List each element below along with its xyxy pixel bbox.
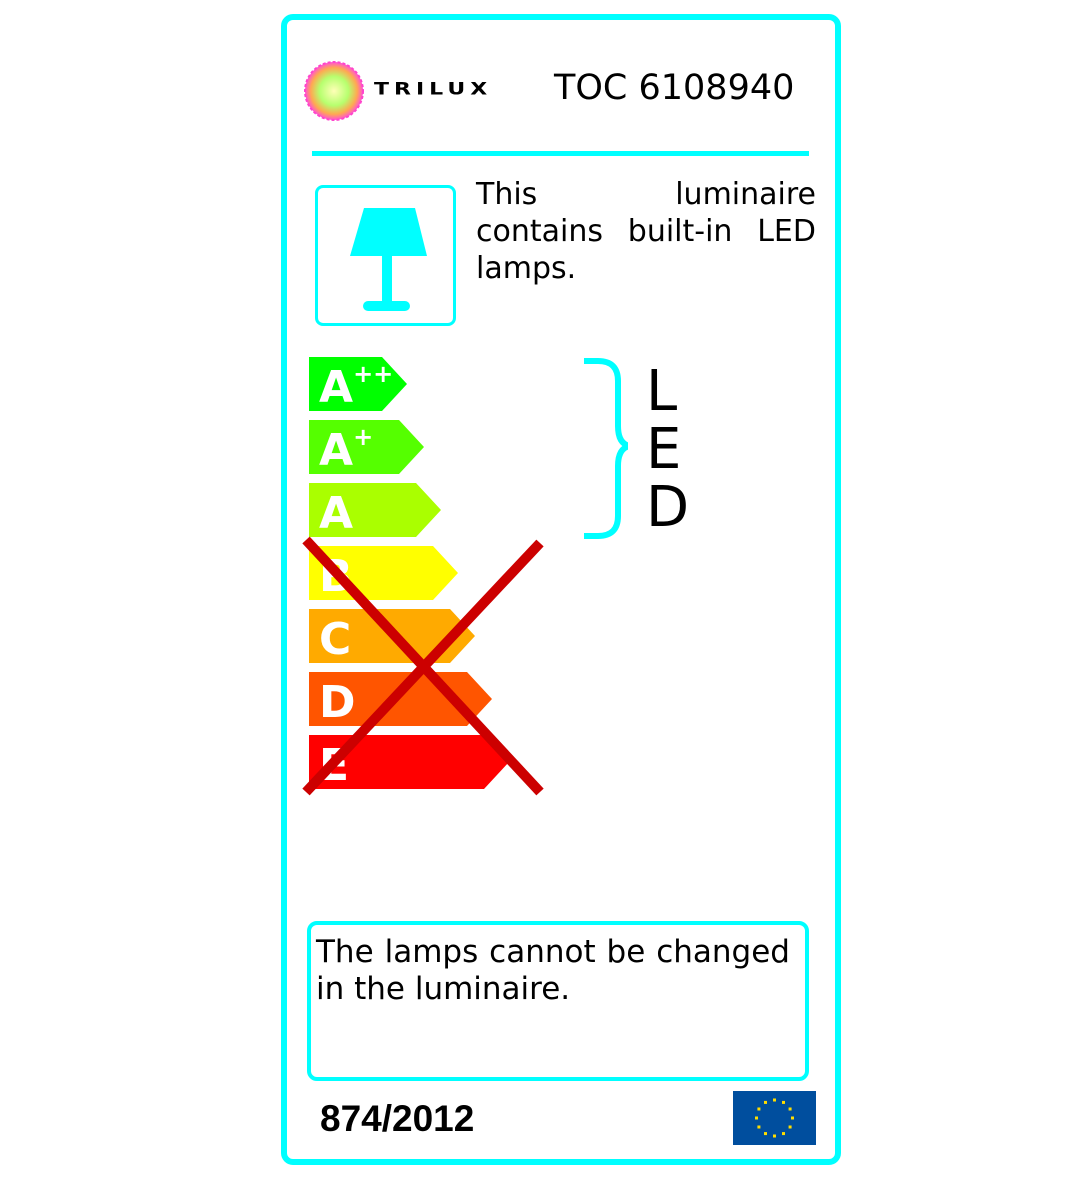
energy-class-label: D <box>319 677 356 728</box>
eu-star <box>764 1100 767 1104</box>
table-lamp-icon <box>350 208 427 311</box>
notice-box <box>307 921 809 1081</box>
notice-text: The lamps cannot be changed in the lumin… <box>316 934 790 1007</box>
brace-icon <box>584 358 628 539</box>
energy-bar <box>309 357 407 411</box>
energy-bar <box>309 483 441 537</box>
eu-star <box>755 1116 758 1120</box>
cross-out-line <box>302 539 544 796</box>
led-letter-l: L <box>646 359 678 424</box>
eu-star <box>782 1100 785 1104</box>
brand-logo-text: TRILUX <box>374 80 493 99</box>
energy-class-label: A <box>319 488 353 539</box>
lamp-icon-box <box>315 185 456 326</box>
energy-class-d: D <box>309 672 492 728</box>
eu-flag-icon <box>733 1091 816 1145</box>
eu-star <box>788 1125 792 1129</box>
eu-star <box>757 1107 761 1111</box>
divider <box>312 151 809 156</box>
energy-class-label: C <box>319 614 351 665</box>
regulation-number: 874/2012 <box>320 1098 475 1139</box>
eu-star <box>791 1116 794 1120</box>
model-number: TOC 6108940 <box>554 68 795 108</box>
eu-star <box>773 1098 776 1102</box>
energy-class-app: A++ <box>309 357 407 413</box>
eu-star <box>788 1107 792 1111</box>
eu-star <box>764 1132 767 1136</box>
trilux-sphere-logo-icon <box>304 61 364 121</box>
eu-star <box>773 1134 776 1138</box>
led-letter-e: E <box>646 417 682 482</box>
energy-bar <box>309 735 509 789</box>
energy-bar <box>309 420 424 474</box>
led-letter-d: D <box>646 475 690 540</box>
energy-class-ap: A+ <box>309 420 424 476</box>
energy-scale: A++A+ABCDE <box>302 357 544 796</box>
eu-star <box>782 1132 785 1136</box>
info-text: This luminaire contains built-in LED lam… <box>476 177 816 286</box>
energy-class-a: A <box>309 483 441 539</box>
label-frame <box>281 14 841 1165</box>
eu-star <box>757 1125 761 1129</box>
